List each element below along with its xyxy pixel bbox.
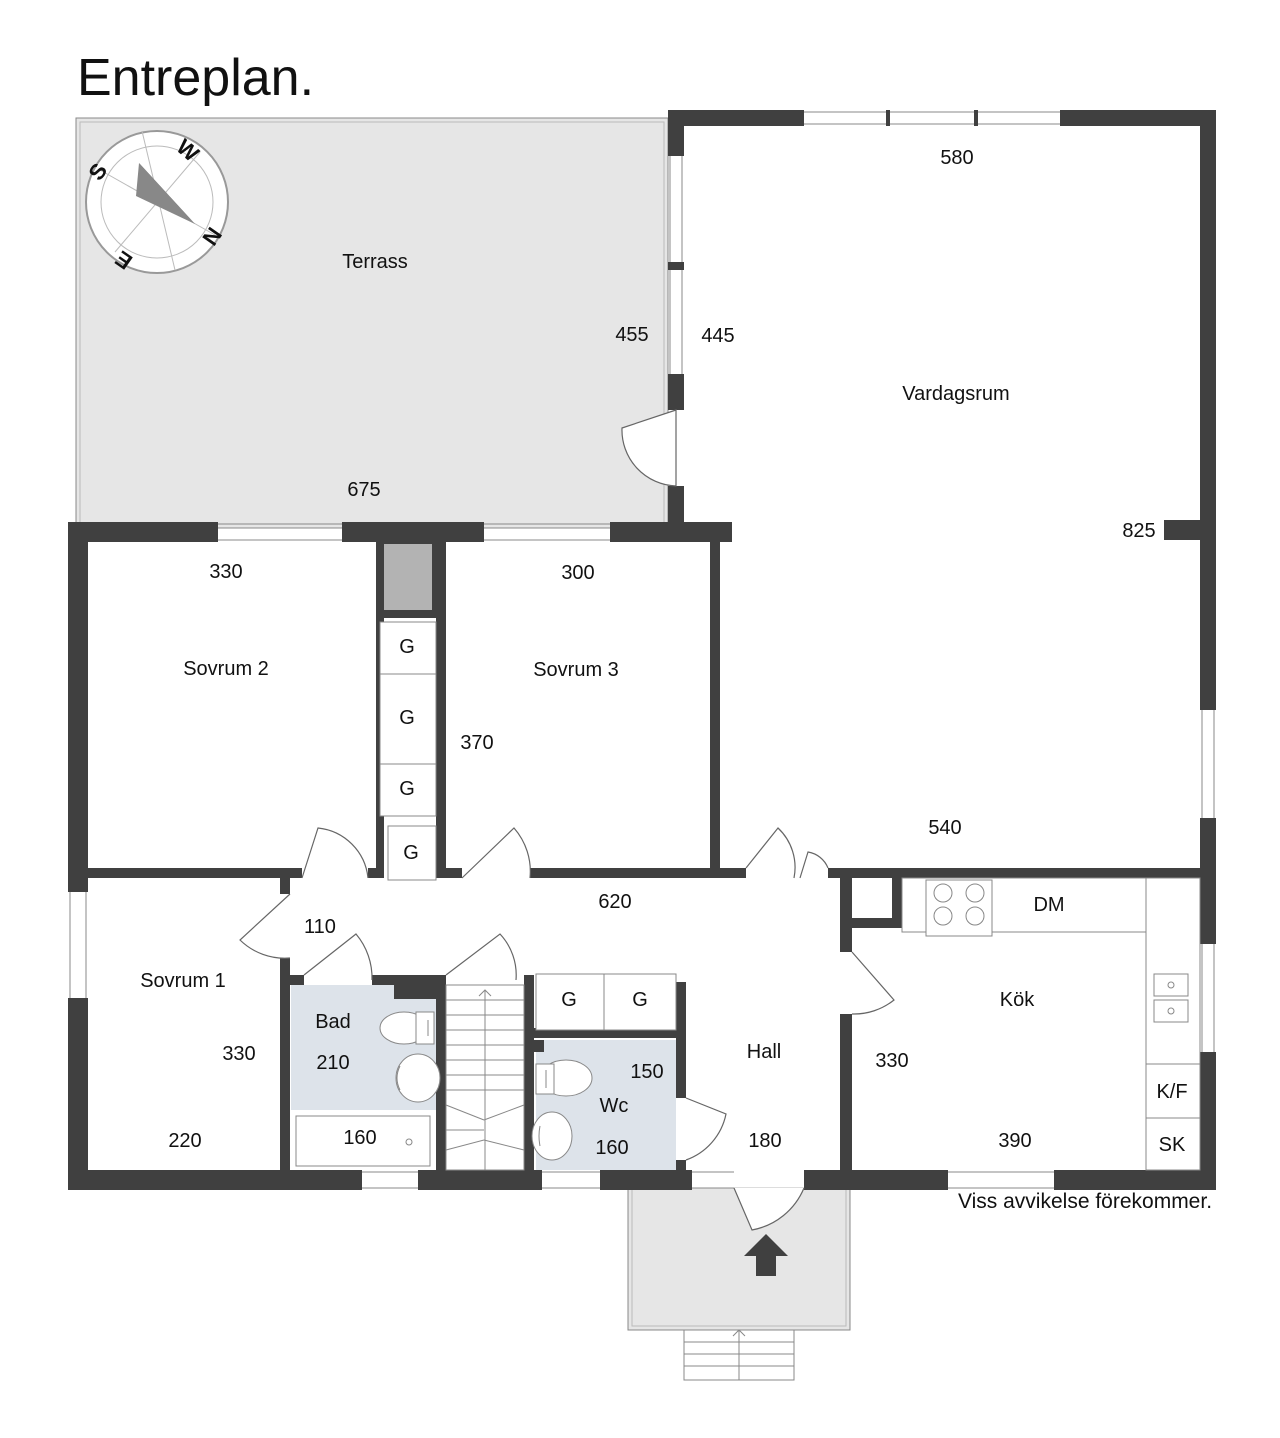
sink-icon bbox=[1153, 973, 1189, 1023]
wardrobe-label: G bbox=[403, 842, 419, 864]
room-label-kok: Kök bbox=[1000, 989, 1035, 1011]
wardrobe-label: G bbox=[632, 989, 648, 1011]
wardrobe-label: G bbox=[399, 707, 415, 729]
dimension-label: 330 bbox=[222, 1043, 255, 1065]
dimension-label: 160 bbox=[343, 1127, 376, 1149]
disclaimer-note: Viss avvikelse förekommer. bbox=[958, 1190, 1213, 1213]
room-label-vardagsrum: Vardagsrum bbox=[902, 383, 1009, 405]
dishwasher-label: DM bbox=[1033, 894, 1064, 916]
chimney bbox=[376, 536, 440, 618]
page-title: Entreplan. bbox=[77, 49, 315, 107]
dimension-label: 160 bbox=[595, 1137, 628, 1159]
room-label-hall: Hall bbox=[747, 1041, 781, 1063]
dimension-label: 330 bbox=[875, 1050, 908, 1072]
dimension-label: 620 bbox=[598, 891, 631, 913]
dimension-label: 180 bbox=[748, 1130, 781, 1152]
fixture-labels: G G G G G G DM K/F SK bbox=[399, 636, 1187, 1156]
doors bbox=[239, 409, 895, 1231]
dimension-label: 825 bbox=[1122, 520, 1155, 542]
windows bbox=[69, 110, 1215, 1189]
dimension-label: 210 bbox=[316, 1052, 349, 1074]
room-labels: Terrass Vardagsrum Sovrum 2 Sovrum 3 Sov… bbox=[140, 251, 1035, 1117]
dimension-label: 675 bbox=[347, 479, 380, 501]
dimension-label: 445 bbox=[701, 325, 734, 347]
room-label-sovrum1: Sovrum 1 bbox=[140, 970, 226, 992]
dimension-label: 370 bbox=[460, 732, 493, 754]
dimension-label: 540 bbox=[928, 817, 961, 839]
room-label-sovrum2: Sovrum 2 bbox=[183, 658, 269, 680]
dimension-labels: 675 455 580 445 825 540 330 300 370 620 … bbox=[168, 147, 1155, 1159]
bathroom-fixtures bbox=[295, 1011, 593, 1167]
entrance-porch bbox=[627, 1187, 851, 1331]
stove-icon bbox=[925, 879, 993, 937]
entrance-steps bbox=[683, 1329, 795, 1381]
compass-icon: W N E S bbox=[83, 130, 229, 275]
fridge-freezer-label: K/F bbox=[1156, 1081, 1187, 1103]
dimension-label: 300 bbox=[561, 562, 594, 584]
room-label-terrass: Terrass bbox=[342, 251, 408, 273]
wardrobe-label: G bbox=[399, 778, 415, 800]
dimension-label: 150 bbox=[630, 1061, 663, 1083]
dimension-label: 330 bbox=[209, 561, 242, 583]
dimension-label: 110 bbox=[304, 916, 336, 938]
walls bbox=[68, 110, 1216, 1190]
dimension-label: 390 bbox=[998, 1130, 1031, 1152]
room-label-wc: Wc bbox=[600, 1095, 629, 1117]
wardrobe-label: G bbox=[561, 989, 577, 1011]
room-label-bad: Bad bbox=[315, 1011, 351, 1033]
room-label-sovrum3: Sovrum 3 bbox=[533, 659, 619, 681]
staircase bbox=[445, 984, 525, 1171]
cabinet-label: SK bbox=[1159, 1134, 1186, 1156]
wardrobes bbox=[379, 621, 677, 1031]
entrance-arrow-icon bbox=[744, 1234, 788, 1276]
dimension-label: 220 bbox=[168, 1130, 201, 1152]
dimension-label: 455 bbox=[615, 324, 648, 346]
dimension-label: 580 bbox=[940, 147, 973, 169]
wardrobe-label: G bbox=[399, 636, 415, 658]
